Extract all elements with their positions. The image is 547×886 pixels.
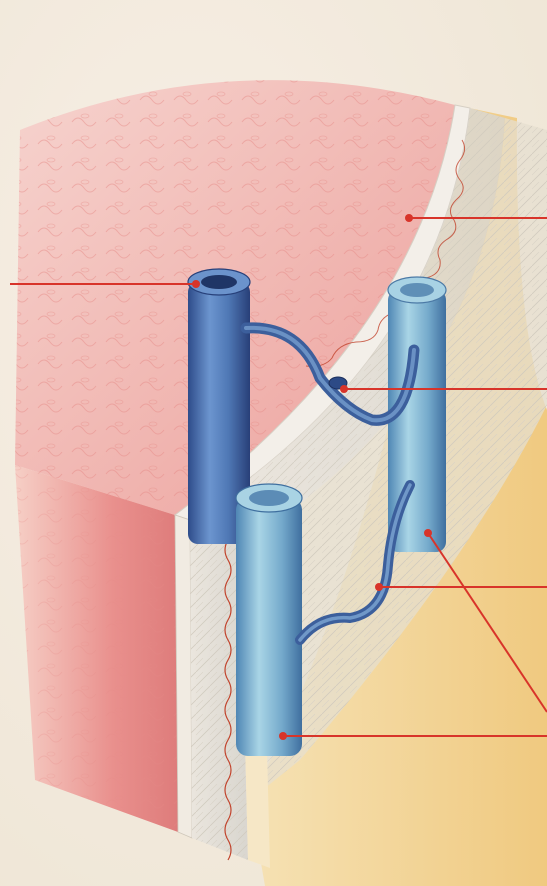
leader-dot-lower-right <box>375 583 383 591</box>
leader-dot-bottom-right-b <box>279 732 287 740</box>
vessel-front <box>236 484 302 756</box>
wall-slab-inner <box>175 515 192 838</box>
leader-dot-left <box>192 280 200 288</box>
leader-dot-middle-right <box>340 385 348 393</box>
leader-dot-bottom-right-a <box>424 529 432 537</box>
front-cut-cells <box>15 465 178 832</box>
leader-dot-top-right <box>405 214 413 222</box>
